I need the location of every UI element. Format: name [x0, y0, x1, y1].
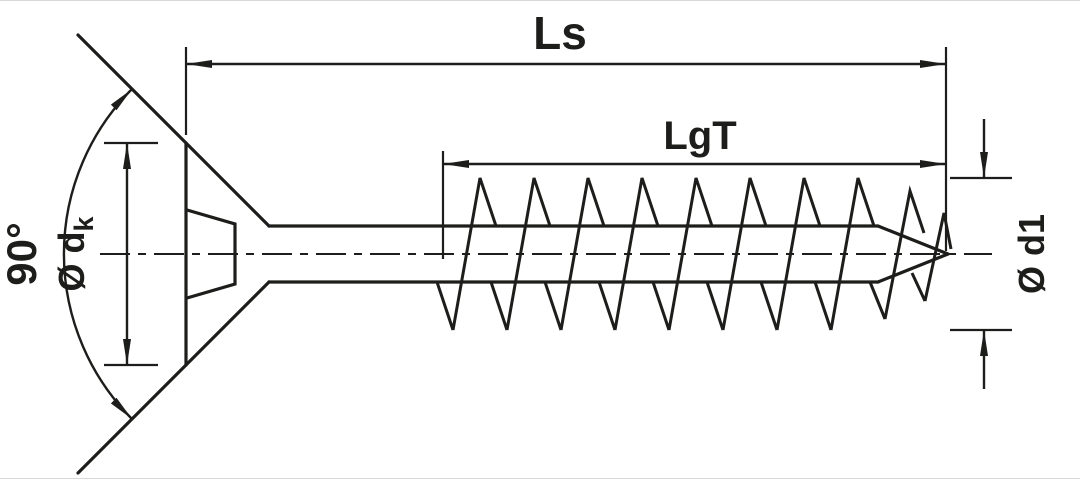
screw-outline: [76, 33, 950, 475]
dimension-total-length: Ls: [184, 7, 948, 251]
label-thread-diameter: Ø d1: [1011, 214, 1052, 294]
drive-recess-outline: [185, 208, 237, 300]
label-total-length: Ls: [533, 7, 587, 59]
thread-flanks-path: [435, 177, 876, 331]
head-cone-top-edge: [76, 33, 271, 228]
tip-taper-bottom: [876, 252, 950, 284]
dimension-head-angle: 90°: [0, 88, 133, 420]
head-angle-arc: [62, 88, 133, 420]
thread-profile: [435, 177, 953, 331]
label-thread-length: LgT: [663, 114, 736, 158]
head-cone-bottom-edge: [76, 280, 271, 475]
label-head-diameter: Ø dk: [51, 216, 99, 292]
dimension-thread-diameter: Ø d1: [950, 119, 1052, 389]
label-head-angle: 90°: [0, 222, 45, 286]
tip-thread-flanks-path: [868, 185, 953, 320]
dimension-head-diameter: Ø dk: [51, 141, 158, 367]
dimension-thread-length: LgT: [441, 114, 946, 259]
